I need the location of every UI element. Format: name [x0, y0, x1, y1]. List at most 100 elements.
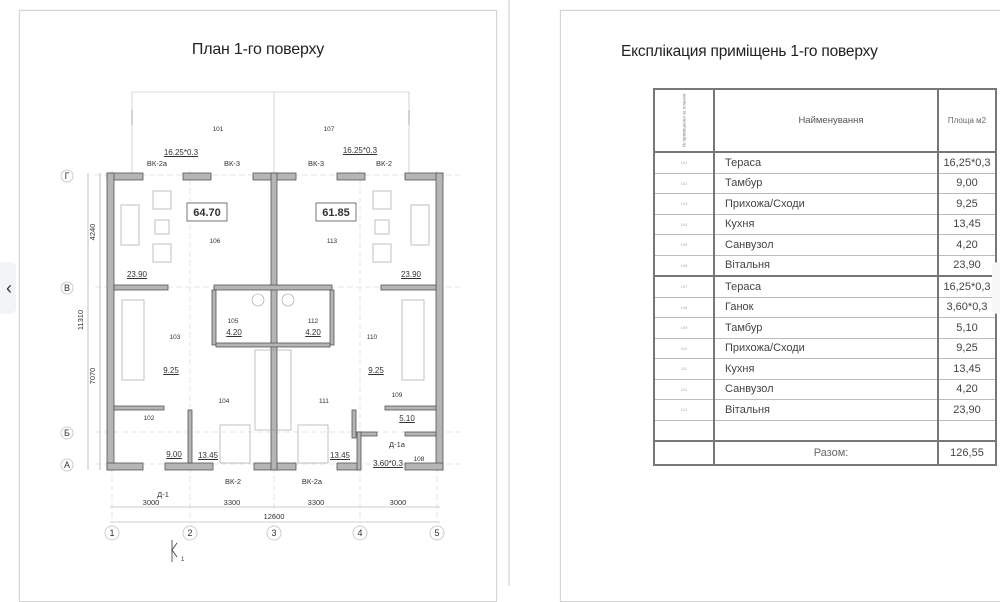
header-number: № приміщення за планом [681, 93, 687, 148]
room-number: 104 [219, 398, 230, 405]
dimension-lines [87, 173, 440, 523]
room-name: Санвузол [713, 378, 939, 400]
opening-labels: ВК-2а ВК-3 ВК-3 ВК-2 ВК-2 ВК-2а Д-1 Д-1а [147, 159, 406, 499]
room-number: 103 [653, 193, 715, 215]
room-number: 106 [653, 254, 715, 277]
table-header: № приміщення за планом Найменування Площ… [653, 88, 997, 153]
room-number: 101 [213, 126, 224, 133]
room-number: 109 [653, 317, 715, 339]
room-number: 103 [170, 334, 181, 341]
dimension: 11310 [76, 310, 85, 330]
room-number: 112 [653, 378, 715, 400]
section-mark: 1 [171, 540, 185, 563]
axis-marker: Г [65, 171, 70, 181]
room-area: 4,20 [937, 234, 997, 256]
room-number: 102 [144, 415, 155, 422]
opening-label: ВК-2 [376, 159, 392, 168]
horizontal-dimensions: 3000 3300 3300 3000 12600 [143, 498, 407, 521]
opening-label: ВК-2а [302, 477, 323, 486]
carousel-prev-button[interactable]: ‹ [0, 262, 16, 314]
room-number: 111 [653, 358, 715, 380]
room-area: 13.45 [330, 451, 351, 460]
axis-marker: 3 [271, 528, 276, 538]
room-number: 113 [327, 238, 338, 245]
room-area: 23.90 [401, 270, 422, 279]
room-name: Санвузол [713, 234, 939, 256]
room-area: 16.25*0.3 [343, 146, 378, 155]
room-area: 13.45 [198, 451, 219, 460]
dimension: 3300 [224, 498, 241, 507]
axis-row-markers: Г В Б А [60, 169, 74, 472]
carousel-next-button[interactable] [992, 262, 1000, 314]
axis-marker: А [64, 460, 70, 470]
room-number: 110 [367, 334, 378, 341]
explication-page: Експлікация приміщень 1-го поверху № при… [560, 10, 1000, 602]
room-number: 112 [308, 318, 319, 325]
opening-label: Д-1 [157, 490, 169, 499]
room-area: 16,25*0,3 [937, 151, 997, 174]
room-area: 4.20 [226, 328, 242, 337]
explication-table: № приміщення за планом Найменування Площ… [653, 88, 997, 466]
room-numbers: 101 107 106 113 105 112 103 110 104 111 … [144, 126, 425, 463]
room-number: 107 [653, 275, 715, 298]
room-name: Прихожа/Сходи [713, 193, 939, 215]
room-number: 111 [319, 398, 329, 405]
room-number: 104 [653, 213, 715, 235]
room-areas: 16.25*0.3 16.25*0.3 23.90 23.90 4.20 4.2… [127, 146, 422, 468]
plan-title: План 1-го поверху [191, 41, 325, 58]
room-area: 13,45 [937, 213, 997, 235]
axis-marker: 2 [187, 528, 192, 538]
furniture [120, 190, 430, 464]
room-name: Тамбур [713, 172, 939, 194]
room-area: 5.10 [399, 414, 415, 423]
opening-label: Д-1а [389, 440, 406, 449]
room-name: Тераса [713, 275, 939, 298]
opening-label: ВК-2а [147, 159, 168, 168]
room-area: 4,20 [937, 378, 997, 400]
room-area: 23.90 [127, 270, 148, 279]
room-area: 3,60*0,3 [937, 296, 997, 318]
table-row-total: Разом: 126,55 [653, 440, 997, 466]
opening-label: ВК-3 [224, 159, 240, 168]
room-number: 102 [653, 172, 715, 194]
terrace-outline [131, 91, 410, 173]
room-area: 9,25 [937, 193, 997, 215]
room-number: 106 [210, 238, 221, 245]
room-area: 9,00 [937, 172, 997, 194]
room-area: 9.25 [163, 366, 179, 375]
room-name: Ганок [713, 296, 939, 318]
chevron-left-icon: ‹ [6, 277, 12, 298]
room-name: Вітальня [713, 399, 939, 421]
room-area: 13,45 [937, 358, 997, 380]
room-number: 105 [653, 234, 715, 256]
dimension: 4240 [88, 224, 97, 241]
room-name: Тамбур [713, 317, 939, 339]
room-number: 108 [414, 456, 425, 463]
dimension: 3000 [390, 498, 407, 507]
total-area-labels: 64.70 61.85 [193, 207, 350, 219]
section-mark-label: 1 [181, 557, 185, 563]
room-number: 113 [653, 399, 715, 421]
axis-marker: В [64, 283, 70, 293]
room-area: 16,25*0,3 [937, 275, 997, 298]
walls [106, 172, 444, 471]
room-name: Вітальня [713, 254, 939, 277]
room-area: 9.00 [166, 450, 182, 459]
room-area: 23,90 [937, 254, 997, 277]
dimension: 7070 [88, 368, 97, 385]
total-value: 126,55 [937, 440, 997, 466]
total-area-right: 61.85 [322, 207, 350, 219]
room-number: 101 [653, 151, 715, 174]
header-area: Площа м2 [937, 88, 997, 153]
room-number: 105 [228, 318, 239, 325]
